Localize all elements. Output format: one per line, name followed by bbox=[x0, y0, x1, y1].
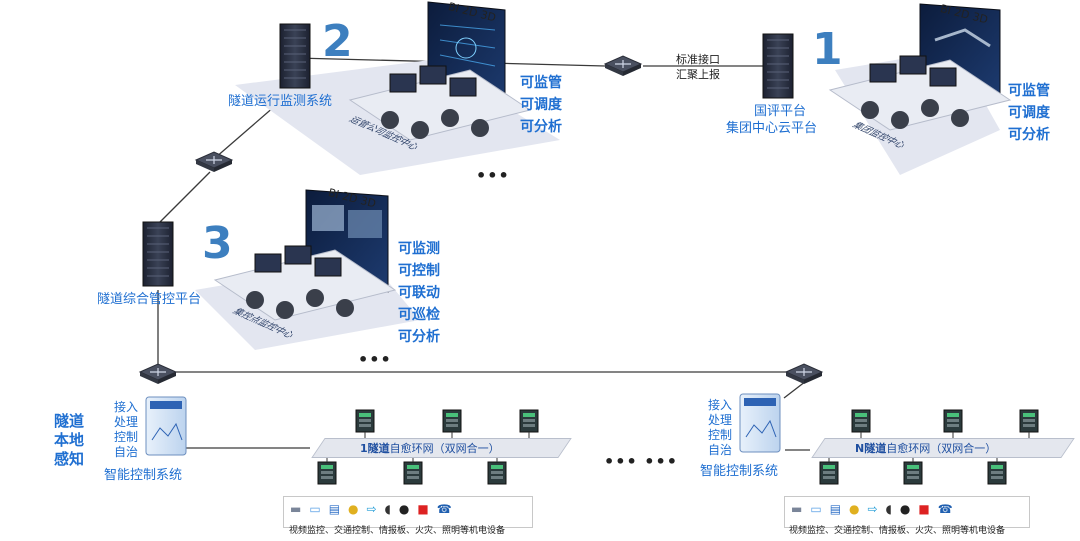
network-switch-mid bbox=[195, 151, 233, 173]
local-title-line: 本地 bbox=[54, 431, 85, 449]
network-switch-left bbox=[139, 363, 177, 385]
capability-item: 可调度 bbox=[520, 97, 562, 113]
capability-item: 可监管 bbox=[520, 75, 562, 91]
device-strip-right: ▬▭▤●⇨◖●■☎ bbox=[784, 496, 1030, 528]
device-caption-right: 视频监控、交通控制、情报板、火灾、照明等机电设备 bbox=[789, 526, 1006, 536]
camera-icon: ▬ bbox=[791, 502, 811, 516]
edge-function-item: 控制 bbox=[114, 430, 139, 444]
system-name-level2: 隧道运行监测系统 bbox=[228, 94, 333, 109]
edge-function-item: 接入 bbox=[708, 398, 733, 412]
guidance-sign-icon: ⇨ bbox=[366, 502, 385, 516]
interface-label-line1: 标准接口 bbox=[676, 53, 720, 66]
edge-function-item: 接入 bbox=[114, 400, 139, 414]
phone-icon: ☎ bbox=[436, 502, 460, 516]
traffic-light-icon: ● bbox=[348, 502, 367, 516]
edge-controller-right bbox=[739, 393, 781, 453]
capability-item: 可分析 bbox=[1008, 127, 1050, 143]
fire-detector-icon: ● bbox=[398, 502, 418, 516]
level-number-3: 3 bbox=[202, 218, 233, 269]
capabilities-level1: 可监管 可调度 可分析 bbox=[1008, 80, 1050, 146]
fire-alarm-icon: ■ bbox=[918, 502, 938, 516]
server-rack-level1 bbox=[762, 33, 794, 99]
info-board-icon: ▤ bbox=[328, 502, 349, 516]
level-number-2: 2 bbox=[322, 16, 353, 67]
network-switch-top bbox=[604, 55, 642, 77]
edge-function-item: 自治 bbox=[708, 443, 733, 457]
ellipsis-middle: ••• ••• bbox=[604, 452, 678, 471]
speaker-icon: ◖ bbox=[885, 502, 900, 516]
ring-network-right-label: N隧道自愈环网（双网合一） bbox=[855, 440, 996, 456]
edge-functions-right: 接入 处理 控制 自治 bbox=[708, 398, 732, 458]
ring-right-strong: N隧道 bbox=[855, 442, 887, 455]
edge-function-item: 自治 bbox=[114, 445, 139, 459]
speaker-icon: ◖ bbox=[384, 502, 399, 516]
edge-controller-left bbox=[145, 396, 187, 456]
edge-function-item: 处理 bbox=[708, 413, 733, 427]
edge-system-name-right: 智能控制系统 bbox=[700, 464, 779, 479]
ellipsis-level2: ••• bbox=[476, 166, 510, 185]
edge-function-item: 处理 bbox=[114, 415, 139, 429]
phone-icon: ☎ bbox=[937, 502, 961, 516]
capability-item: 可联动 bbox=[398, 285, 440, 301]
device-icons-right: ▬▭▤●⇨◖●■☎ bbox=[791, 502, 961, 516]
device-caption-left: 视频监控、交通控制、情报板、火灾、照明等机电设备 bbox=[289, 526, 506, 536]
system-name-level1-line2: 集团中心云平台 bbox=[726, 121, 818, 136]
traffic-light-icon: ● bbox=[849, 502, 868, 516]
edge-function-item: 控制 bbox=[708, 428, 733, 442]
ring-right-rest: 自愈环网（双网合一） bbox=[886, 442, 997, 455]
capability-item: 可分析 bbox=[398, 329, 440, 345]
info-board-icon: ▤ bbox=[829, 502, 850, 516]
local-title-line: 感知 bbox=[54, 450, 85, 468]
fire-detector-icon: ● bbox=[899, 502, 919, 516]
edge-functions-left: 接入 处理 控制 自治 bbox=[114, 400, 138, 460]
server-rack-level3 bbox=[142, 221, 174, 287]
ring-left-strong: 1隧道 bbox=[360, 442, 390, 455]
server-rack-level2 bbox=[279, 23, 311, 89]
capability-item: 可控制 bbox=[398, 263, 440, 279]
traffic-sign-icon: ▭ bbox=[810, 502, 830, 516]
interface-label-line2: 汇聚上报 bbox=[676, 68, 720, 81]
control-room-level3 bbox=[195, 189, 420, 350]
capability-item: 可监管 bbox=[1008, 83, 1050, 99]
traffic-sign-icon: ▭ bbox=[309, 502, 329, 516]
device-strip-left: ▬▭▤●⇨◖●■☎ bbox=[283, 496, 533, 528]
capability-item: 可巡检 bbox=[398, 307, 440, 323]
capability-item: 可监测 bbox=[398, 241, 440, 257]
control-room-level1 bbox=[829, 3, 1011, 175]
capabilities-level3: 可监测 可控制 可联动 可巡检 可分析 bbox=[398, 238, 440, 348]
local-title-line: 隧道 bbox=[54, 412, 85, 430]
network-switch-right bbox=[785, 363, 823, 385]
system-name-level3: 隧道综合管控平台 bbox=[97, 292, 202, 307]
system-name-level1-line1: 国评平台 bbox=[754, 104, 807, 119]
capability-item: 可调度 bbox=[1008, 105, 1050, 121]
device-icons-left: ▬▭▤●⇨◖●■☎ bbox=[290, 502, 460, 516]
capability-item: 可分析 bbox=[520, 119, 562, 135]
control-room-level2 bbox=[235, 1, 560, 175]
local-perception-title: 隧道 本地 感知 bbox=[54, 412, 84, 469]
edge-system-name-left: 智能控制系统 bbox=[104, 468, 183, 483]
level-number-1: 1 bbox=[812, 24, 843, 75]
guidance-sign-icon: ⇨ bbox=[867, 502, 886, 516]
capabilities-level2: 可监管 可调度 可分析 bbox=[520, 72, 562, 138]
camera-icon: ▬ bbox=[290, 502, 310, 516]
ring-left-rest: 自愈环网（双网合一） bbox=[389, 442, 500, 455]
ellipsis-level3: ••• bbox=[358, 350, 392, 369]
ring-network-left-label: 1隧道自愈环网（双网合一） bbox=[360, 440, 500, 456]
fire-alarm-icon: ■ bbox=[417, 502, 437, 516]
